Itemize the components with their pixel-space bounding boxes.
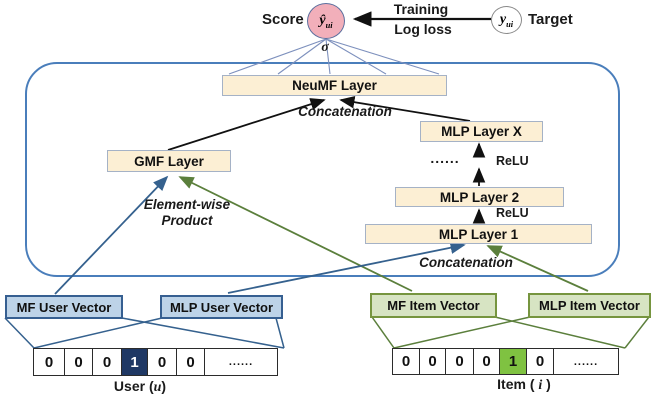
mlp-user-vector-label: MLP User Vector — [169, 299, 274, 315]
item-onehot-cell: 0 — [418, 348, 447, 375]
mlp-item-vector-box: MLP Item Vector — [528, 293, 651, 318]
user-variable: u — [153, 380, 162, 395]
user-onehot-cell: 0 — [175, 348, 206, 376]
item-onehot-cell: 0 — [445, 348, 474, 375]
mf-user-vector-box: MF User Vector — [5, 295, 123, 319]
user-caption: User (u) — [80, 378, 200, 396]
mlp-user-vector-box: MLP User Vector — [160, 295, 283, 319]
mfuser-to-gmf-arrow — [54, 175, 169, 295]
user-onehot-vector: 0 0 0 1 0 0 ...... — [33, 348, 278, 376]
user-funnel-lines — [4, 317, 285, 349]
item-variable: i — [538, 378, 543, 393]
user-caption-suffix: ) — [161, 378, 167, 394]
user-onehot-cell: 0 — [147, 348, 177, 376]
user-onehot-cell: 0 — [33, 348, 65, 376]
gmf-layer-label: GMF Layer — [134, 153, 204, 169]
relu-top-label: ReLU — [496, 154, 529, 168]
neumf-layer-box: NeuMF Layer — [222, 75, 447, 96]
relu-dots-label: ...... — [430, 150, 460, 166]
user-onehot-hot-cell: 1 — [120, 348, 149, 376]
gmf-layer-box: GMF Layer — [107, 150, 231, 172]
item-onehot-hot-cell: 1 — [499, 348, 527, 375]
item-caption-prefix: Item ( — [497, 376, 539, 392]
relu-mid-label: ReLU — [496, 206, 529, 220]
sigma-label: σ — [321, 40, 329, 55]
model-container-outline — [25, 62, 620, 277]
score-node: ŷui — [307, 3, 345, 39]
mlp-layer-x-label: MLP Layer X — [441, 124, 522, 139]
mfitem-to-gmf-arrow — [178, 176, 413, 292]
neumf-layer-label: NeuMF Layer — [292, 78, 377, 93]
mlp-item-vector-label: MLP Item Vector — [539, 298, 640, 313]
logloss-label: Log loss — [394, 21, 452, 37]
item-caption: Item ( i ) — [464, 376, 584, 394]
mf-item-vector-label: MF Item Vector — [387, 298, 480, 313]
user-onehot-cell: 0 — [92, 348, 122, 376]
elementwise-product-label: Element-wise Product — [143, 197, 231, 228]
sigma-fan-lines — [228, 38, 440, 75]
mlp-layer-2-label: MLP Layer 2 — [439, 189, 520, 205]
mlpitem-to-mlp1-arrow — [486, 245, 589, 292]
mlp-layer-1-box: MLP Layer 1 — [365, 224, 592, 244]
target-node: yui — [491, 6, 522, 34]
target-label: Target — [528, 11, 573, 28]
score-label: Score — [262, 11, 304, 28]
item-funnel-lines — [371, 316, 650, 349]
item-onehot-vector: 0 0 0 0 1 0 ...... — [392, 348, 619, 375]
user-onehot-cell: 0 — [63, 348, 94, 376]
user-onehot-ellipsis-cell: ...... — [204, 348, 278, 376]
mlp-layer-1-label: MLP Layer 1 — [438, 226, 519, 242]
item-onehot-cell: 0 — [472, 348, 501, 375]
mlpuser-to-mlp1-arrow — [227, 241, 466, 294]
mlpx-to-neumf-arrow — [339, 95, 471, 122]
training-label: Training — [393, 1, 449, 17]
item-onehot-ellipsis-cell: ...... — [553, 348, 619, 375]
concatenation-bottom-label: Concatenation — [419, 255, 513, 270]
item-onehot-cell: 0 — [525, 348, 555, 375]
mf-item-vector-box: MF Item Vector — [370, 293, 497, 318]
gmf-to-neumf-arrow — [167, 98, 326, 151]
concatenation-top-label: Concatenation — [298, 104, 392, 119]
user-caption-prefix: User ( — [113, 378, 154, 394]
item-caption-suffix: ) — [542, 376, 551, 392]
mlp-layer-2-box: MLP Layer 2 — [395, 187, 564, 207]
mlp-layer-x-box: MLP Layer X — [420, 121, 543, 142]
target-symbol: yui — [499, 11, 514, 29]
mf-user-vector-label: MF User Vector — [16, 299, 112, 315]
item-onehot-cell: 0 — [392, 348, 420, 375]
score-symbol: ŷui — [319, 12, 333, 30]
